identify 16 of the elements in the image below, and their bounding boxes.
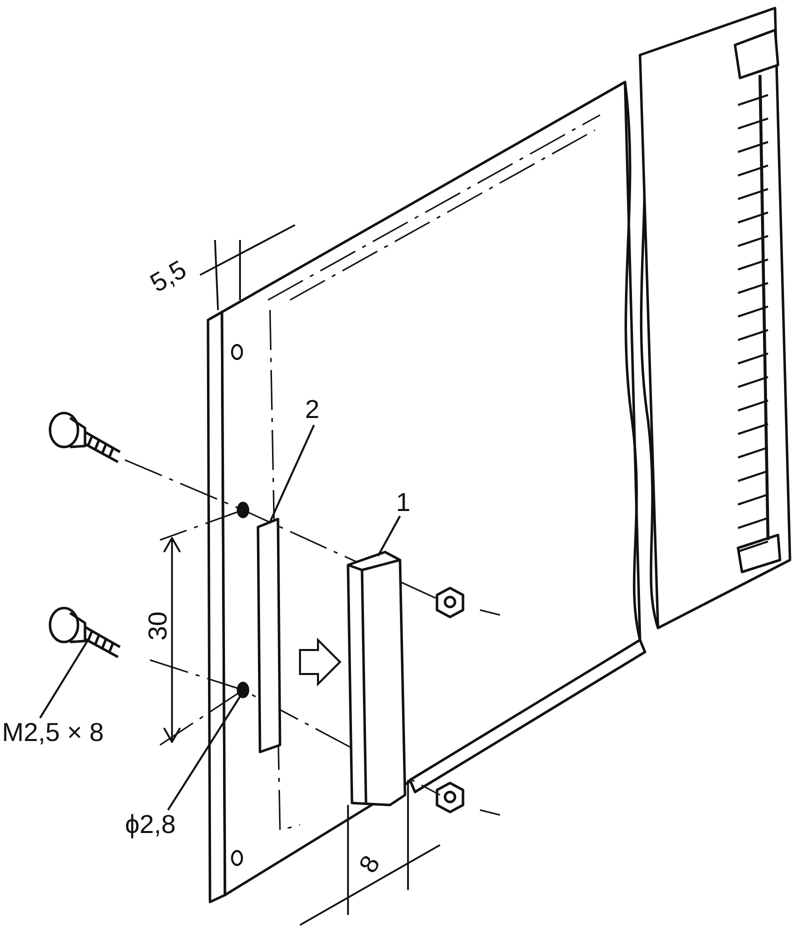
part-number: 2 [305,395,320,423]
strip-part [256,518,282,754]
dimension-label: 30 [143,612,172,640]
screw-drawing [48,606,122,658]
block-arrow [299,638,342,686]
hole-diameter-label: ϕ2,8 [125,810,176,838]
mounting-hole [236,682,250,698]
leader-line [377,516,401,556]
leader-line [269,424,315,522]
handle-part [346,550,406,806]
dimension-label: 5,5 [145,254,191,298]
leader-line [39,639,89,719]
dimension-label: 8 [354,850,385,878]
part-number: 1 [396,488,410,516]
leader-line [167,694,242,811]
screw-size-label: M2,5 × 8 [2,718,104,746]
